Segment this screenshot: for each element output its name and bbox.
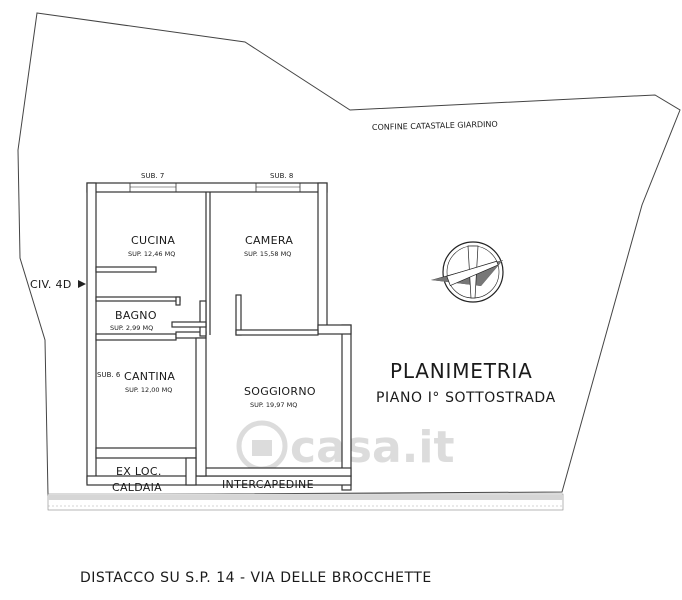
room-area-soggiorno: SUP. 19,97 MQ <box>250 401 297 409</box>
sub-6-label: SUB. 6 <box>97 371 121 379</box>
plan-subtitle: PIANO I° SOTTOSTRADA <box>376 390 556 406</box>
entrance-arrow-icon <box>78 280 86 288</box>
sub-8-label: SUB. 8 <box>270 172 293 180</box>
plan-title: PLANIMETRIA <box>390 359 533 383</box>
room-area-camera: SUP. 15,58 MQ <box>244 250 291 258</box>
room-name-cucina: CUCINA <box>131 234 175 247</box>
room-name-bagno: BAGNO <box>115 309 157 322</box>
room-name-camera: CAMERA <box>245 234 293 247</box>
footer-label: DISTACCO SU S.P. 14 - VIA DELLE BROCCHET… <box>80 570 432 586</box>
compass-icon <box>431 241 504 303</box>
ex-locale-line1: EX LOC. <box>116 465 162 478</box>
window-marks <box>129 183 301 192</box>
interior-walls <box>95 192 319 486</box>
boundary-label: CONFINE CATASTALE GIARDINO <box>372 120 498 132</box>
road-strip <box>47 493 564 511</box>
room-name-soggiorno: SOGGIORNO <box>244 385 316 398</box>
room-name-cantina: CANTINA <box>124 370 175 383</box>
room-area-bagno: SUP. 2,99 MQ <box>110 324 153 332</box>
apartment-walls <box>86 182 352 491</box>
ex-locale-line2: CALDAIA <box>112 481 162 494</box>
sub-7-label: SUB. 7 <box>141 172 164 180</box>
entrance-label: CIV. 4D <box>30 278 72 291</box>
room-area-cucina: SUP. 12,46 MQ <box>128 250 175 258</box>
watermark-text: casa.it <box>290 422 454 473</box>
room-area-cantina: SUP. 12,00 MQ <box>125 386 172 394</box>
garden-boundary <box>17 12 681 496</box>
watermark: casa.it <box>236 420 454 473</box>
intercapedine-label: INTERCAPEDINE <box>222 478 314 491</box>
